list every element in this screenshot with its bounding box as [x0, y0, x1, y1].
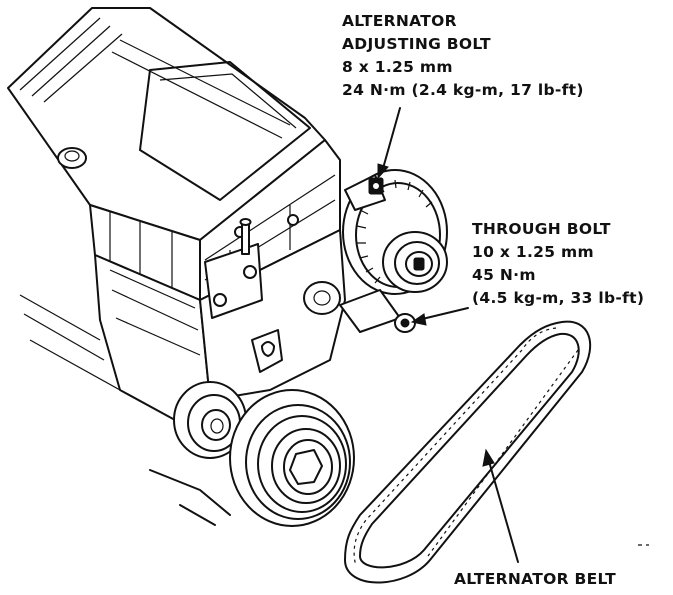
through-bolt-icon — [394, 313, 416, 333]
through-bolt-leader — [410, 307, 469, 326]
through-bolt-torque-alt: (4.5 kg-m, 33 lb-ft) — [472, 289, 644, 307]
belt-label: ALTERNATOR BELT — [454, 570, 616, 588]
idler-pulley — [173, 381, 247, 459]
alternator-pulley — [382, 231, 448, 293]
adjusting-bolt-icon — [368, 177, 384, 195]
oil-filler-cap — [57, 147, 87, 169]
timing-cover — [19, 218, 346, 526]
through-bolt-size: 10 x 1.25 mm — [472, 243, 594, 261]
through-bolt-torque: 45 N·m — [472, 266, 536, 284]
crankshaft-pulley — [229, 389, 355, 527]
adjusting-bolt-title-1: ALTERNATOR — [342, 12, 457, 30]
adjusting-bolt-title-2: ADJUSTING BOLT — [342, 35, 491, 53]
adjusting-bolt-leader — [377, 107, 401, 180]
mounting-stud — [239, 218, 252, 255]
through-bolt-title: THROUGH BOLT — [472, 220, 611, 238]
belt-leader — [482, 448, 519, 563]
alternator-belt — [344, 320, 592, 584]
adjusting-bolt-size: 8 x 1.25 mm — [342, 58, 453, 76]
adjusting-bolt-torque: 24 N·m (2.4 kg-m, 17 lb-ft) — [342, 81, 584, 99]
